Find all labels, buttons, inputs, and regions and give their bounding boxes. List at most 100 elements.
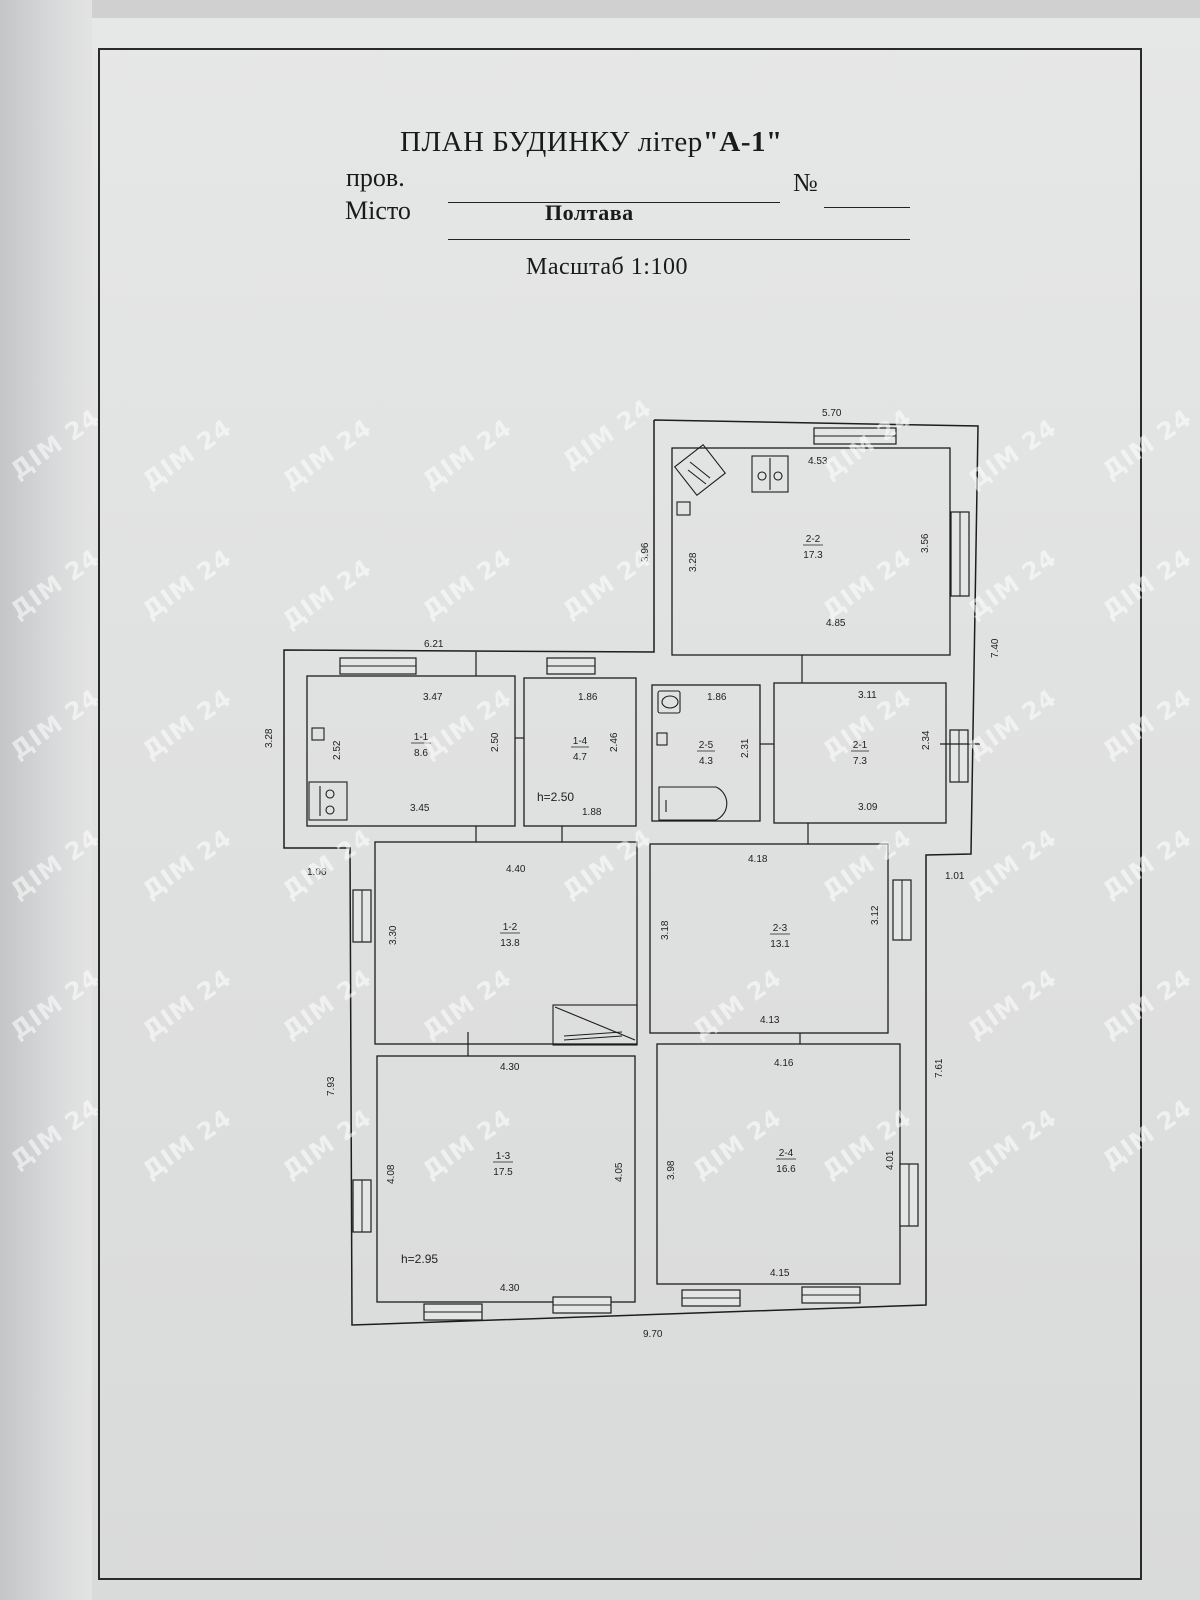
dimension-label: 3.96 — [640, 542, 651, 562]
dimension-label: 2.52 — [332, 740, 343, 760]
watermark-text: ДІМ 24 — [1097, 544, 1197, 625]
room-2-5-label: 2-54.3 — [697, 740, 715, 767]
dimension-label: 3.47 — [423, 692, 443, 703]
watermark-text: ДІМ 24 — [557, 544, 657, 625]
svg-text:1-2: 1-2 — [503, 922, 518, 933]
room-2-1-label: 2-17.3 — [851, 740, 869, 767]
room-2-2-outline — [671, 447, 951, 656]
watermark-text: ДІМ 24 — [277, 1104, 377, 1185]
dimension-label: 4.01 — [885, 1150, 896, 1170]
watermark-text: ДІМ 24 — [1097, 684, 1197, 765]
watermark-text: ДІМ 24 — [137, 964, 237, 1045]
watermark-text: ДІМ 24 — [962, 964, 1062, 1045]
watermark-text: ДІМ 24 — [1097, 824, 1197, 905]
stove-icon — [751, 455, 789, 493]
room-1-1-label: 1-18.6 — [411, 732, 431, 759]
dimension-label: 2.34 — [921, 730, 932, 750]
room-1-2-label: 1-2 13.8 — [500, 922, 520, 949]
dimension-label: 9.70 — [643, 1329, 663, 1340]
watermark-text: ДІМ 24 — [557, 394, 657, 475]
watermark-text: ДІМ 24 — [137, 824, 237, 905]
room-1-3-outline — [376, 1055, 636, 1303]
dimension-label: 4.85 — [826, 618, 846, 629]
fixtures — [308, 443, 789, 1046]
boiler-icon — [673, 443, 727, 497]
watermark-text: ДІМ 24 — [5, 684, 105, 765]
sink-icon — [676, 501, 691, 516]
room-1-4-outline — [523, 677, 637, 827]
svg-text:13.1: 13.1 — [770, 939, 790, 950]
room-2-4-label: 2-4 16.6 — [776, 1148, 796, 1175]
room-walls — [306, 447, 951, 1303]
dimension-label: 3.45 — [410, 803, 430, 814]
dimension-label: 7.40 — [990, 638, 1001, 658]
scale-label: Масштаб 1:100 — [526, 254, 688, 280]
svg-text:2-5: 2-5 — [699, 740, 714, 751]
watermark-text: ДІМ 24 — [277, 964, 377, 1045]
outer-walls — [283, 419, 979, 1326]
watermark-text: ДІМ 24 — [417, 964, 517, 1045]
dimension-label: 7.93 — [326, 1076, 337, 1096]
dimension-label: 4.16 — [774, 1058, 794, 1069]
room-2-5-outline — [651, 684, 761, 822]
dimension-label: 3.28 — [688, 552, 699, 572]
dimension-label: 3.28 — [264, 728, 275, 748]
watermark-text: ДІМ 24 — [277, 414, 377, 495]
number-label: № — [793, 168, 818, 197]
svg-text:7.3: 7.3 — [853, 756, 867, 767]
dimension-label: 3.09 — [858, 802, 878, 813]
dimension-labels: 5.70 4.53 4.85 6.21 3.47 3.45 1.86 1.88 … — [307, 408, 965, 1340]
svg-text:1-4: 1-4 — [573, 736, 588, 747]
dimension-label: 7.61 — [934, 1058, 945, 1078]
dimension-label: 5.70 — [822, 408, 842, 419]
room-2-3-label: 2-3 13.1 — [770, 923, 790, 950]
stairs-icon — [552, 1004, 638, 1046]
watermark-text: ДІМ 24 — [1097, 404, 1197, 485]
svg-text:4.3: 4.3 — [699, 756, 713, 767]
watermark-text: ДІМ 24 — [5, 544, 105, 625]
svg-text:16.6: 16.6 — [776, 1164, 796, 1175]
dimension-label: 4.53 — [808, 456, 828, 467]
city-value: Полтава — [545, 200, 634, 225]
svg-text:17.5: 17.5 — [493, 1167, 513, 1178]
watermark-text: ДІМ 24 — [5, 964, 105, 1045]
watermark-layer: ДІМ 24 ДІМ 24 ДІМ 24 ДІМ 24 ДІМ 24 ДІМ 2… — [5, 394, 1197, 1185]
dimension-label: 1.86 — [578, 692, 598, 703]
svg-text:13.8: 13.8 — [500, 938, 520, 949]
watermark-text: ДІМ 24 — [417, 544, 517, 625]
dimension-label: 3.18 — [660, 920, 671, 940]
dimension-label: 4.08 — [386, 1164, 397, 1184]
stove-icon — [308, 781, 348, 821]
city-label: Місто — [345, 196, 411, 225]
watermark-text: ДІМ 24 — [687, 1104, 787, 1185]
document-sheet — [92, 18, 1200, 1600]
bathtub-icon — [658, 786, 728, 821]
dimension-label: 4.30 — [500, 1283, 520, 1294]
room-2-3-outline — [649, 843, 889, 1034]
watermark-text: ДІМ 24 — [962, 824, 1062, 905]
dimension-label: 3.98 — [666, 1160, 677, 1180]
svg-text:2-4: 2-4 — [779, 1148, 794, 1159]
dimension-label: 1.88 — [582, 807, 602, 818]
room-2-1-outline — [773, 682, 947, 824]
watermark-text: ДІМ 24 — [5, 1094, 105, 1175]
room-1-1-outline — [306, 675, 516, 827]
sink-icon — [311, 727, 325, 741]
svg-text:2-3: 2-3 — [773, 923, 788, 934]
watermark-text: ДІМ 24 — [1097, 964, 1197, 1045]
street-line — [448, 202, 780, 203]
svg-text:1-1: 1-1 — [414, 732, 429, 743]
svg-text:4.7: 4.7 — [573, 752, 587, 763]
dimension-label: 1.01 — [945, 871, 965, 882]
dimension-labels-vertical: 3.96 3.28 3.56 7.40 3.28 2.52 2.50 2.46 … — [264, 533, 1001, 1184]
number-line — [824, 207, 910, 208]
plan-title-letter: "А-1" — [702, 126, 783, 158]
washbasin-icon — [656, 732, 668, 746]
room-1-3-label: 1-317.5 — [493, 1151, 513, 1178]
room-1-4-label: 1-44.7 — [571, 736, 589, 763]
watermark-text: ДІМ 24 — [1097, 1094, 1197, 1175]
watermark-text: ДІМ 24 — [962, 1104, 1062, 1185]
watermark-text: ДІМ 24 — [277, 554, 377, 635]
watermark-text: ДІМ 24 — [5, 404, 105, 485]
dimension-label: 4.13 — [760, 1015, 780, 1026]
